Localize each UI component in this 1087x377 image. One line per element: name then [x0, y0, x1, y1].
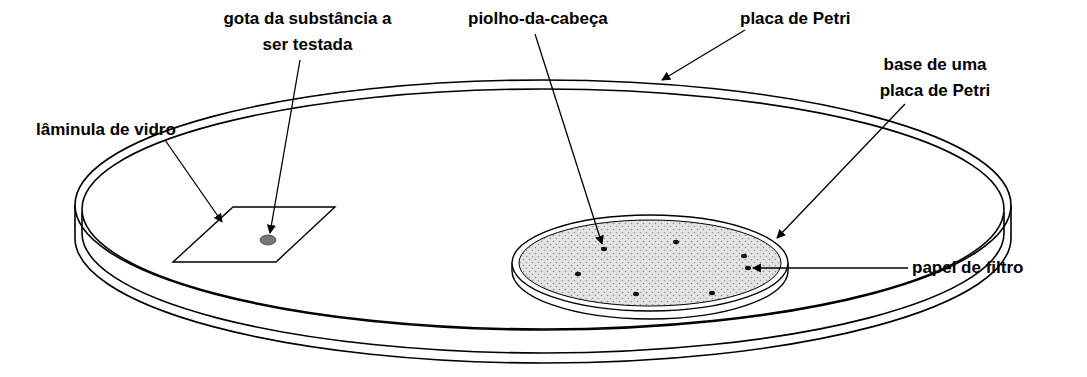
callout-label: papel de filtro [912, 255, 1072, 281]
petri-dish [75, 80, 1011, 363]
glass-coverslip [173, 207, 335, 262]
callout-label: piolho-da-cabeça [468, 6, 638, 32]
test-drop [260, 235, 276, 245]
filter-paper [519, 220, 781, 306]
head-lice [575, 240, 751, 296]
callout-label: gota da substância a ser testada [220, 6, 395, 58]
callout-label: base de uma placa de Petri [860, 52, 1010, 104]
callout-label: lâminula de vidro [36, 117, 211, 143]
callout-label: placa de Petri [740, 6, 890, 32]
dish-base [512, 215, 788, 319]
leader-lines [165, 30, 908, 268]
